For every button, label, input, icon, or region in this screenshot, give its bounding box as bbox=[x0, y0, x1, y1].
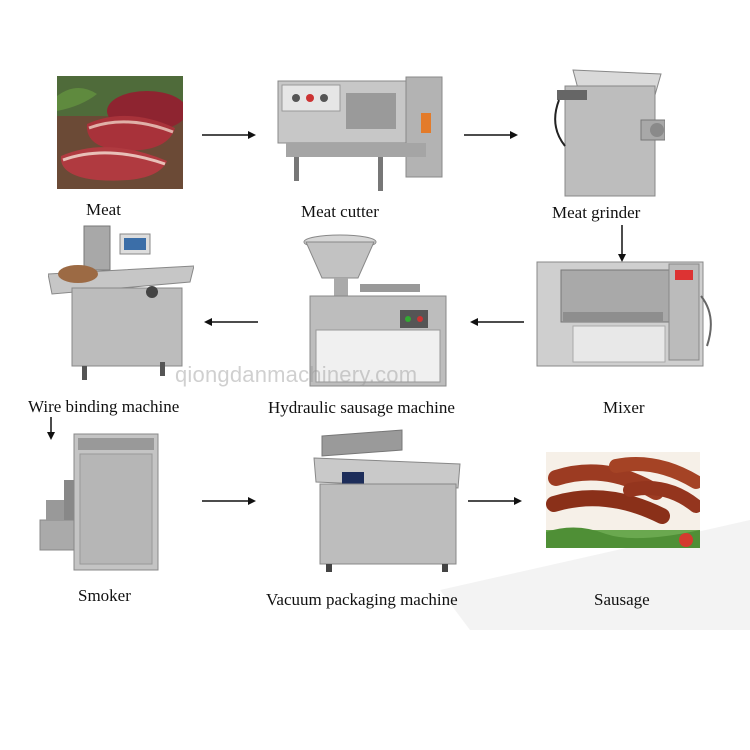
vacuum-packaging-machine-image bbox=[313, 429, 461, 572]
arrow-right-icon bbox=[202, 131, 256, 139]
meat-cutter-image bbox=[277, 76, 443, 191]
label-meat-cutter: Meat cutter bbox=[301, 202, 379, 221]
sausage-image bbox=[546, 452, 700, 548]
arrow-down-icon bbox=[618, 225, 626, 262]
wire-binding-machine-image bbox=[48, 225, 194, 380]
mixer-image bbox=[536, 261, 712, 367]
label-wire-binding-machine: Wire binding machine bbox=[28, 397, 180, 416]
label-sausage: Sausage bbox=[594, 590, 650, 609]
meat-grinder-image bbox=[554, 69, 665, 197]
arrow-right-icon bbox=[202, 497, 256, 505]
meat-image bbox=[57, 76, 183, 189]
label-vacuum-packaging-machine: Vacuum packaging machine bbox=[266, 590, 458, 609]
label-mixer: Mixer bbox=[603, 398, 645, 417]
label-smoker: Smoker bbox=[78, 586, 131, 605]
label-hydraulic-sausage-machine: Hydraulic sausage machine bbox=[268, 398, 455, 417]
arrow-left-icon bbox=[470, 318, 524, 326]
arrow-right-icon bbox=[464, 131, 518, 139]
arrow-right-icon bbox=[468, 497, 522, 505]
arrow-down-icon bbox=[47, 417, 55, 440]
label-meat: Meat bbox=[86, 200, 121, 219]
arrow-left-icon bbox=[204, 318, 258, 326]
smoker-image bbox=[39, 433, 159, 571]
watermark: qiongdanmachinery.com bbox=[175, 362, 418, 387]
label-meat-grinder: Meat grinder bbox=[552, 203, 641, 222]
hydraulic-sausage-machine-image bbox=[303, 234, 447, 387]
